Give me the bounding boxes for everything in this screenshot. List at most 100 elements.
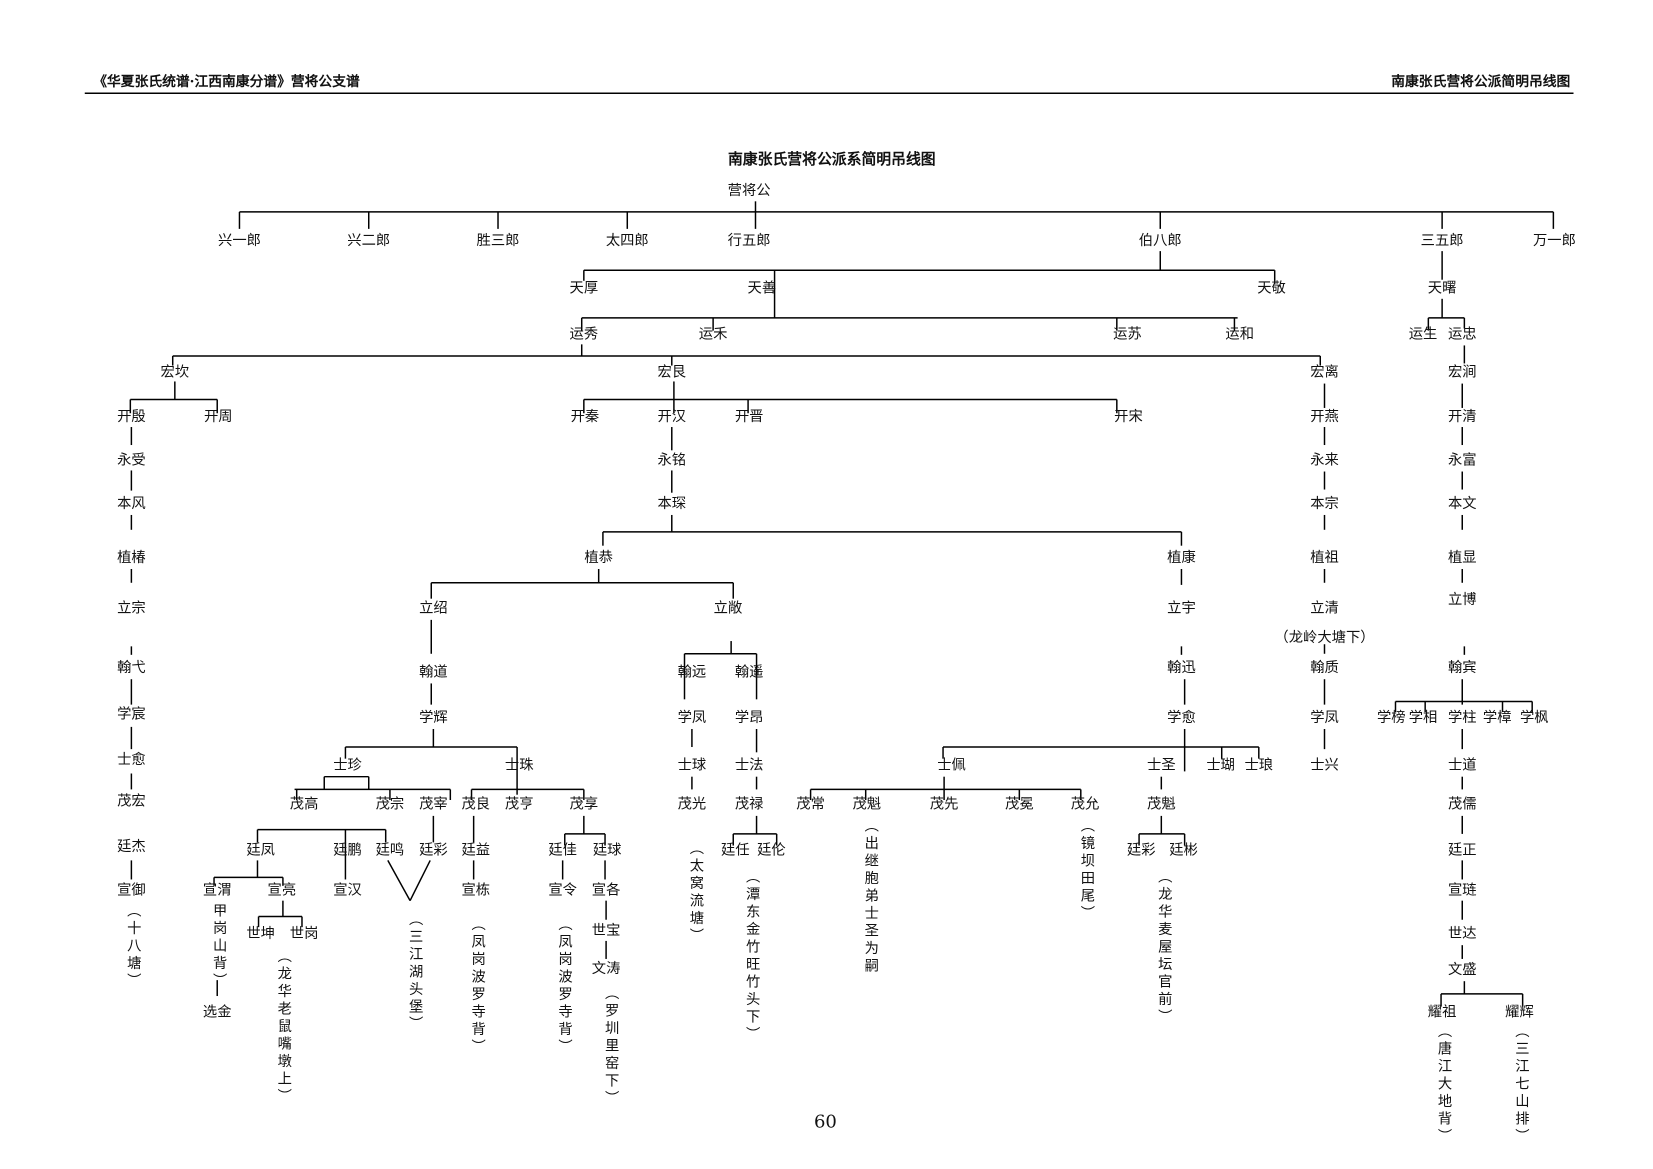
chart-title: 南康张氏营将公派系简明吊线图 (727, 151, 936, 169)
residence-note: （龙华麦屋坛官前） (1154, 868, 1172, 1027)
member-name: 胜三郎 (476, 232, 520, 250)
member-name: 士兴 (1310, 756, 1339, 774)
member-name: 耀辉 (1505, 1003, 1534, 1021)
member-name: 茂先 (929, 796, 959, 813)
residence-note: （凤岗波罗寺背） (468, 916, 486, 1057)
member-name: 宣汉 (333, 881, 362, 899)
member-name: 茂享 (569, 796, 599, 813)
member-name: 茂宰 (419, 796, 448, 813)
member-name: 植椿 (117, 549, 146, 567)
member-name: 宣各 (591, 881, 621, 899)
member-name: 廷鹏 (333, 841, 362, 859)
member-name: 学宸 (117, 705, 146, 723)
member-name: 廷彩 (1126, 841, 1156, 859)
page-number: 60 (813, 1111, 837, 1133)
residence-note: （龙岭大塘下） (1274, 629, 1375, 647)
member-name: 宣琏 (1447, 881, 1477, 899)
residence-note: （唐江大地背） (1434, 1023, 1452, 1146)
member-name: 本风 (117, 495, 146, 513)
member-name: 士球 (677, 756, 707, 774)
member-name: 茂冕 (1005, 796, 1034, 813)
member-name: 立清 (1310, 599, 1339, 617)
member-name: 学凤 (1310, 709, 1339, 727)
residence-note: （凤岗波罗寺背） (554, 916, 572, 1057)
member-name: 开清 (1447, 408, 1477, 426)
member-name: 学相 (1408, 709, 1438, 727)
member-name: 宣亮 (267, 881, 297, 899)
member-name: 廷凤 (246, 841, 275, 859)
member-name: 三五郎 (1420, 232, 1464, 250)
member-name: 宏坎 (160, 363, 190, 381)
member-name: 廷任 (721, 841, 750, 859)
member-name: 开秦 (570, 408, 600, 426)
member-name: 士琅 (1244, 756, 1274, 774)
member-name: 士圣 (1147, 756, 1176, 774)
member-name: 学柱 (1447, 709, 1477, 727)
member-name: 廷佳 (548, 841, 577, 859)
member-name: 茂亨 (504, 796, 534, 813)
member-name: 永铭 (657, 451, 687, 469)
member-name: 宏离 (1310, 363, 1339, 381)
member-name: 本文 (1447, 495, 1477, 513)
connector-line (409, 860, 431, 901)
member-name: 学愈 (1167, 709, 1196, 727)
member-name: 世坤 (246, 925, 275, 943)
residence-note: （潭东金竹旺竹头下） (742, 868, 760, 1044)
residence-note: （出继胞弟士圣为嗣 (861, 818, 879, 976)
member-name: 廷球 (592, 841, 622, 859)
member-name: 廷杰 (117, 838, 146, 856)
member-name: 开汉 (657, 408, 687, 426)
member-name: 营将公 (727, 182, 771, 200)
member-name: 文涛 (591, 960, 621, 978)
member-name: 学樟 (1482, 709, 1512, 727)
member-name: 茂高 (289, 796, 319, 813)
member-name: 翰宾 (1447, 659, 1477, 677)
member-name: 学辉 (419, 709, 448, 727)
residence-note: （十八塘） (123, 902, 141, 991)
member-name: 兴二郎 (347, 232, 391, 250)
member-name: 开周 (203, 408, 233, 426)
member-name: 学榜 (1376, 709, 1406, 727)
member-name: 茂常 (796, 796, 825, 813)
member-name: 廷彬 (1169, 841, 1198, 859)
residence-note: （龙华老鼠嘴墩上） (274, 948, 292, 1106)
member-name: 永来 (1310, 451, 1339, 469)
residence-note: （三江湖头堡） (405, 911, 423, 1034)
residence-note: （镜坝田尾） (1077, 818, 1095, 923)
member-name: 运禾 (698, 325, 728, 343)
member-name: 开燕 (1310, 408, 1339, 426)
member-name: 士佩 (937, 756, 966, 774)
member-name: 本琛 (657, 495, 687, 513)
member-name: 运忠 (1447, 325, 1477, 343)
member-name: 茂儒 (1447, 796, 1477, 813)
header-book-title: 《华夏张氏统谱·江西南康分谱》营将公支谱 (93, 74, 360, 91)
member-name: 翰远 (677, 663, 707, 681)
member-name: 学枫 (1519, 709, 1549, 727)
member-name: 运生 (1408, 325, 1438, 343)
member-name: 世宝 (591, 922, 621, 940)
member-name: 立敞 (713, 599, 743, 617)
member-name: 立宇 (1167, 599, 1196, 617)
member-name: 运秀 (569, 325, 599, 343)
member-name: 植恭 (584, 549, 613, 567)
member-name: 选金 (202, 1003, 232, 1021)
member-name: 士瑚 (1206, 756, 1235, 774)
member-name: 宣栋 (461, 881, 491, 899)
member-name: 运苏 (1113, 325, 1142, 343)
member-name: 天善 (747, 279, 777, 297)
member-name: 茂魁 (1147, 796, 1176, 813)
member-name: 廷益 (461, 841, 491, 859)
member-name: 文盛 (1447, 961, 1477, 979)
member-name: 宣御 (117, 881, 146, 899)
member-name: 植祖 (1310, 549, 1339, 567)
connector-line (387, 860, 411, 902)
member-name: 宏艮 (657, 363, 687, 381)
member-name: 士珠 (504, 756, 534, 774)
member-name: 开殷 (117, 408, 146, 426)
member-name: 天曙 (1427, 279, 1457, 297)
member-name: 世岗 (289, 925, 319, 943)
member-name: 伯八郎 (1138, 232, 1182, 250)
member-name: 翰道 (419, 663, 448, 681)
